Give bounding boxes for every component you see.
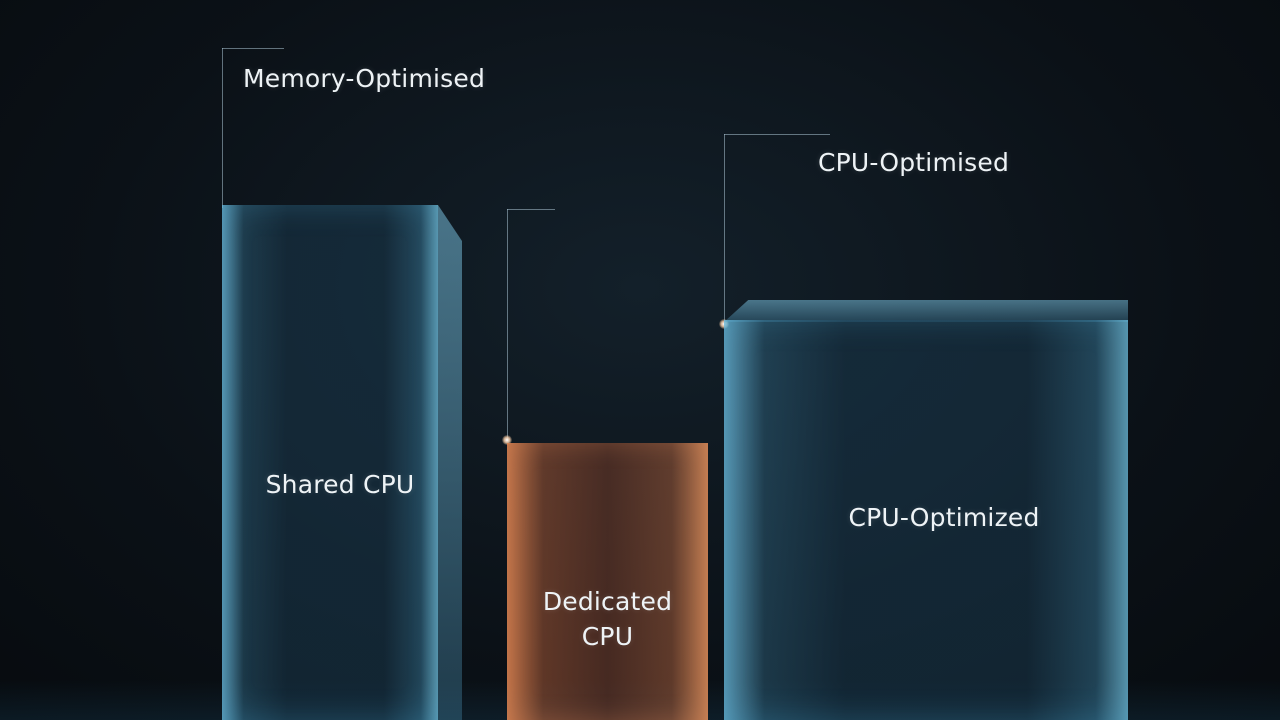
cpu-optimised-label: CPU-Optimised — [818, 148, 1010, 177]
frame-left-vertical-1 — [222, 48, 223, 208]
cpu-optimized-label: CPU-Optimized — [848, 503, 1040, 532]
frame-left-vertical-2 — [507, 209, 508, 441]
shared-cpu-label: Shared CPU — [265, 470, 415, 499]
frame-top-horizontal-1 — [222, 48, 284, 49]
shared-cpu-block — [222, 205, 438, 720]
frame-top-horizontal-3 — [724, 134, 830, 135]
memory-optimised-label: Memory-Optimised — [243, 64, 486, 93]
dedicated-cpu-block — [507, 443, 708, 720]
dedicated-cpu-label-line2: CPU — [581, 622, 634, 651]
cpu-optimized-block — [724, 320, 1128, 720]
spark-dedicated — [502, 435, 512, 445]
dedicated-cpu-label-line1: Dedicated — [542, 587, 673, 616]
cpu-optimized-block-top — [724, 300, 1128, 322]
frame-top-horizontal-2 — [507, 209, 555, 210]
frame-left-vertical-3 — [724, 134, 725, 324]
shared-cpu-block-side — [438, 205, 462, 720]
